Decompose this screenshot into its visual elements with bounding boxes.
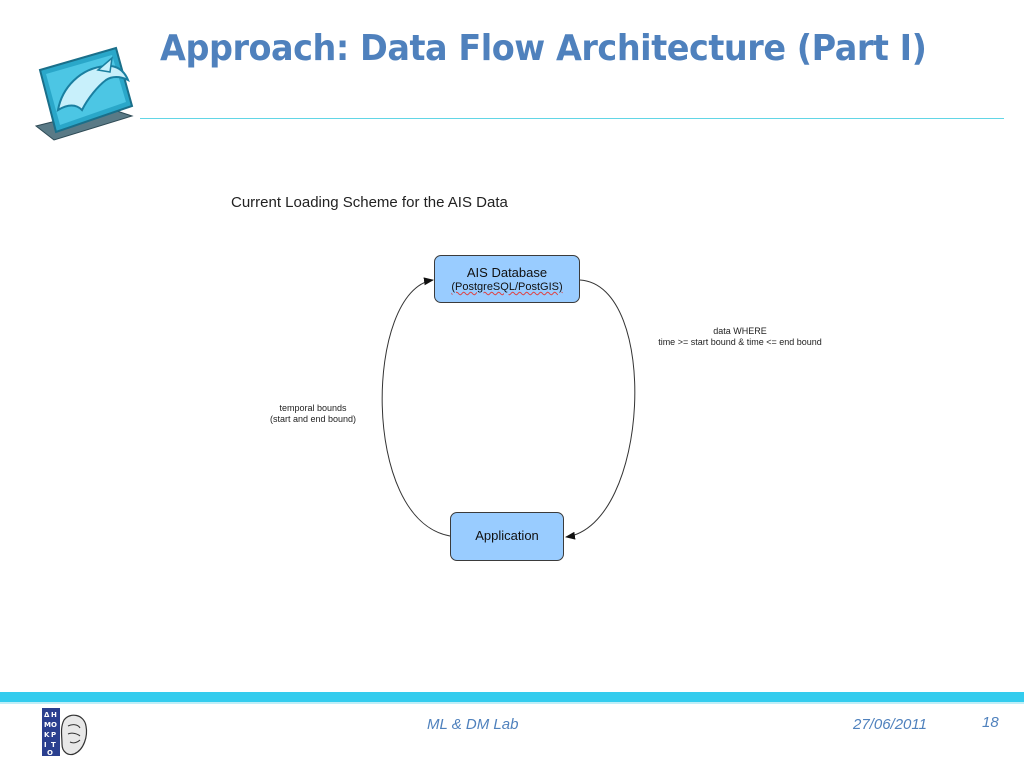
- edge-label-app-to-db-line2: (start and end bound): [269, 414, 357, 424]
- svg-text:Δ: Δ: [44, 711, 50, 719]
- footer-accent-line: [0, 702, 1024, 704]
- edge-label-db-to-app-line1: data WHERE: [713, 326, 767, 336]
- footer-date: 27/06/2011: [853, 716, 927, 733]
- svg-text:Ι: Ι: [44, 741, 47, 749]
- title-divider: [140, 118, 1004, 119]
- edge-db-to-app: [565, 279, 636, 540]
- slide-title: Approach: Data Flow Architecture (Part I…: [160, 28, 927, 69]
- dolphin-logo-icon: [34, 46, 134, 141]
- edge-label-app-to-db-line1: temporal bounds: [279, 403, 347, 413]
- svg-text:Κ: Κ: [44, 731, 50, 739]
- application-node: Application: [450, 512, 564, 561]
- edge-label-db-to-app: data WHERE time >= start bound & time <=…: [630, 326, 850, 348]
- edge-app-to-db: [381, 277, 451, 537]
- svg-text:Ο: Ο: [47, 749, 53, 757]
- application-label: Application: [475, 528, 539, 543]
- edge-label-db-to-app-line2: time >= start bound & time <= end bound: [658, 337, 822, 347]
- svg-text:Τ: Τ: [51, 741, 56, 749]
- svg-text:Μ: Μ: [44, 721, 51, 729]
- footer-lab-name: ML & DM Lab: [427, 716, 519, 733]
- svg-text:Η: Η: [51, 711, 57, 719]
- edge-label-app-to-db: temporal bounds (start and end bound): [248, 403, 378, 425]
- diagram-heading: Current Loading Scheme for the AIS Data: [231, 194, 508, 211]
- footer-accent-bar: [0, 692, 1024, 702]
- page-number: 18: [982, 714, 999, 731]
- svg-text:Ρ: Ρ: [51, 731, 56, 739]
- svg-text:Ο: Ο: [51, 721, 57, 729]
- ais-database-node: AIS Database (PostgreSQL/PostGIS): [434, 255, 580, 303]
- ais-database-sublabel: (PostgreSQL/PostGIS): [451, 281, 563, 293]
- ais-database-label: AIS Database: [466, 265, 548, 280]
